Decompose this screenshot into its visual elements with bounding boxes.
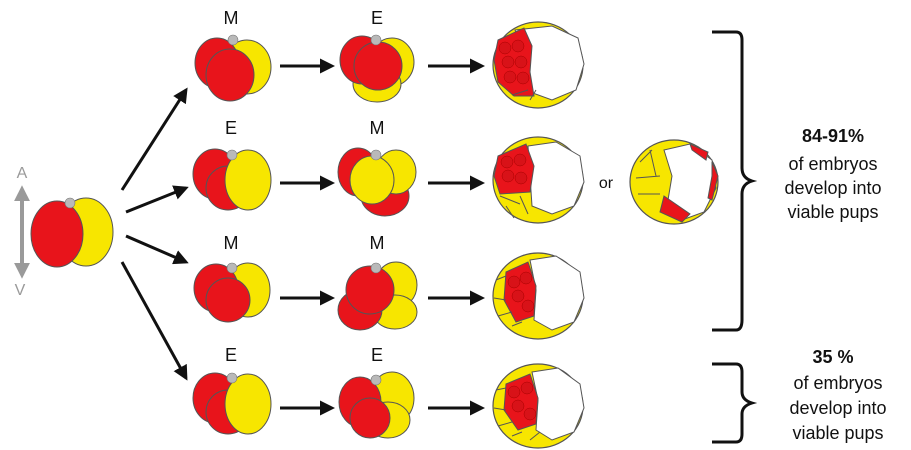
outcome-lower-line-3: viable pups <box>792 423 883 443</box>
row-3-second-label: M <box>370 233 385 253</box>
outcome-lower-line-1: of embryos <box>793 373 882 393</box>
av-axis: A V <box>14 165 30 299</box>
outcome-lower: 35 % of embryos develop into viable pups <box>789 347 886 443</box>
branch-arrow-4 <box>120 261 188 381</box>
row-1-four-cell-a <box>194 34 272 102</box>
alternate-blastocyst <box>629 139 719 225</box>
outcome-upper-line-3: viable pups <box>787 202 878 222</box>
bracket-upper <box>712 30 758 332</box>
axis-label-v: V <box>15 282 26 299</box>
bracket-lower <box>712 362 758 444</box>
axis-label-a: A <box>17 165 28 182</box>
row-4-four-cell-a <box>192 372 272 435</box>
branch-arrow-3 <box>125 234 189 265</box>
row-4-four-cell-b <box>338 371 415 439</box>
row-3-four-cell-b <box>337 261 418 331</box>
outcome-upper: 84-91% of embryos develop into viable pu… <box>784 126 881 222</box>
row-1-four-cell-b <box>339 34 415 103</box>
row-3-blastocyst <box>492 252 585 340</box>
outcome-upper-percent: 84-91% <box>802 126 864 146</box>
branch-arrow-1 <box>120 87 188 191</box>
row-3: M M <box>193 233 585 340</box>
branch-arrow-2 <box>125 185 189 214</box>
row-4-first-label: E <box>225 345 237 365</box>
outcome-upper-line-2: develop into <box>784 178 881 198</box>
row-2-second-label: M <box>370 118 385 138</box>
branch-arrows <box>120 87 189 381</box>
outcome-upper-line-1: of embryos <box>788 154 877 174</box>
or-label: or <box>599 175 614 192</box>
polar-body <box>64 197 76 209</box>
row-4: E E <box>192 345 585 449</box>
row-2: E M or <box>192 118 719 225</box>
row-2-first-label: E <box>225 118 237 138</box>
row-4-blastocyst <box>492 363 585 449</box>
row-1-second-label: E <box>371 8 383 28</box>
outcome-lower-line-2: develop into <box>789 398 886 418</box>
row-2-four-cell-b <box>337 147 417 217</box>
row-2-four-cell-a <box>192 148 272 211</box>
row-1-blastocyst <box>492 21 585 109</box>
row-1-first-label: M <box>224 8 239 28</box>
row-3-first-label: M <box>224 233 239 253</box>
row-1: M E <box>194 8 585 109</box>
two-cell-embryo <box>30 197 114 268</box>
outcome-lower-percent: 35 % <box>812 347 853 367</box>
row-2-blastocyst <box>492 136 585 224</box>
row-3-four-cell-a <box>193 262 271 323</box>
row-4-second-label: E <box>371 345 383 365</box>
